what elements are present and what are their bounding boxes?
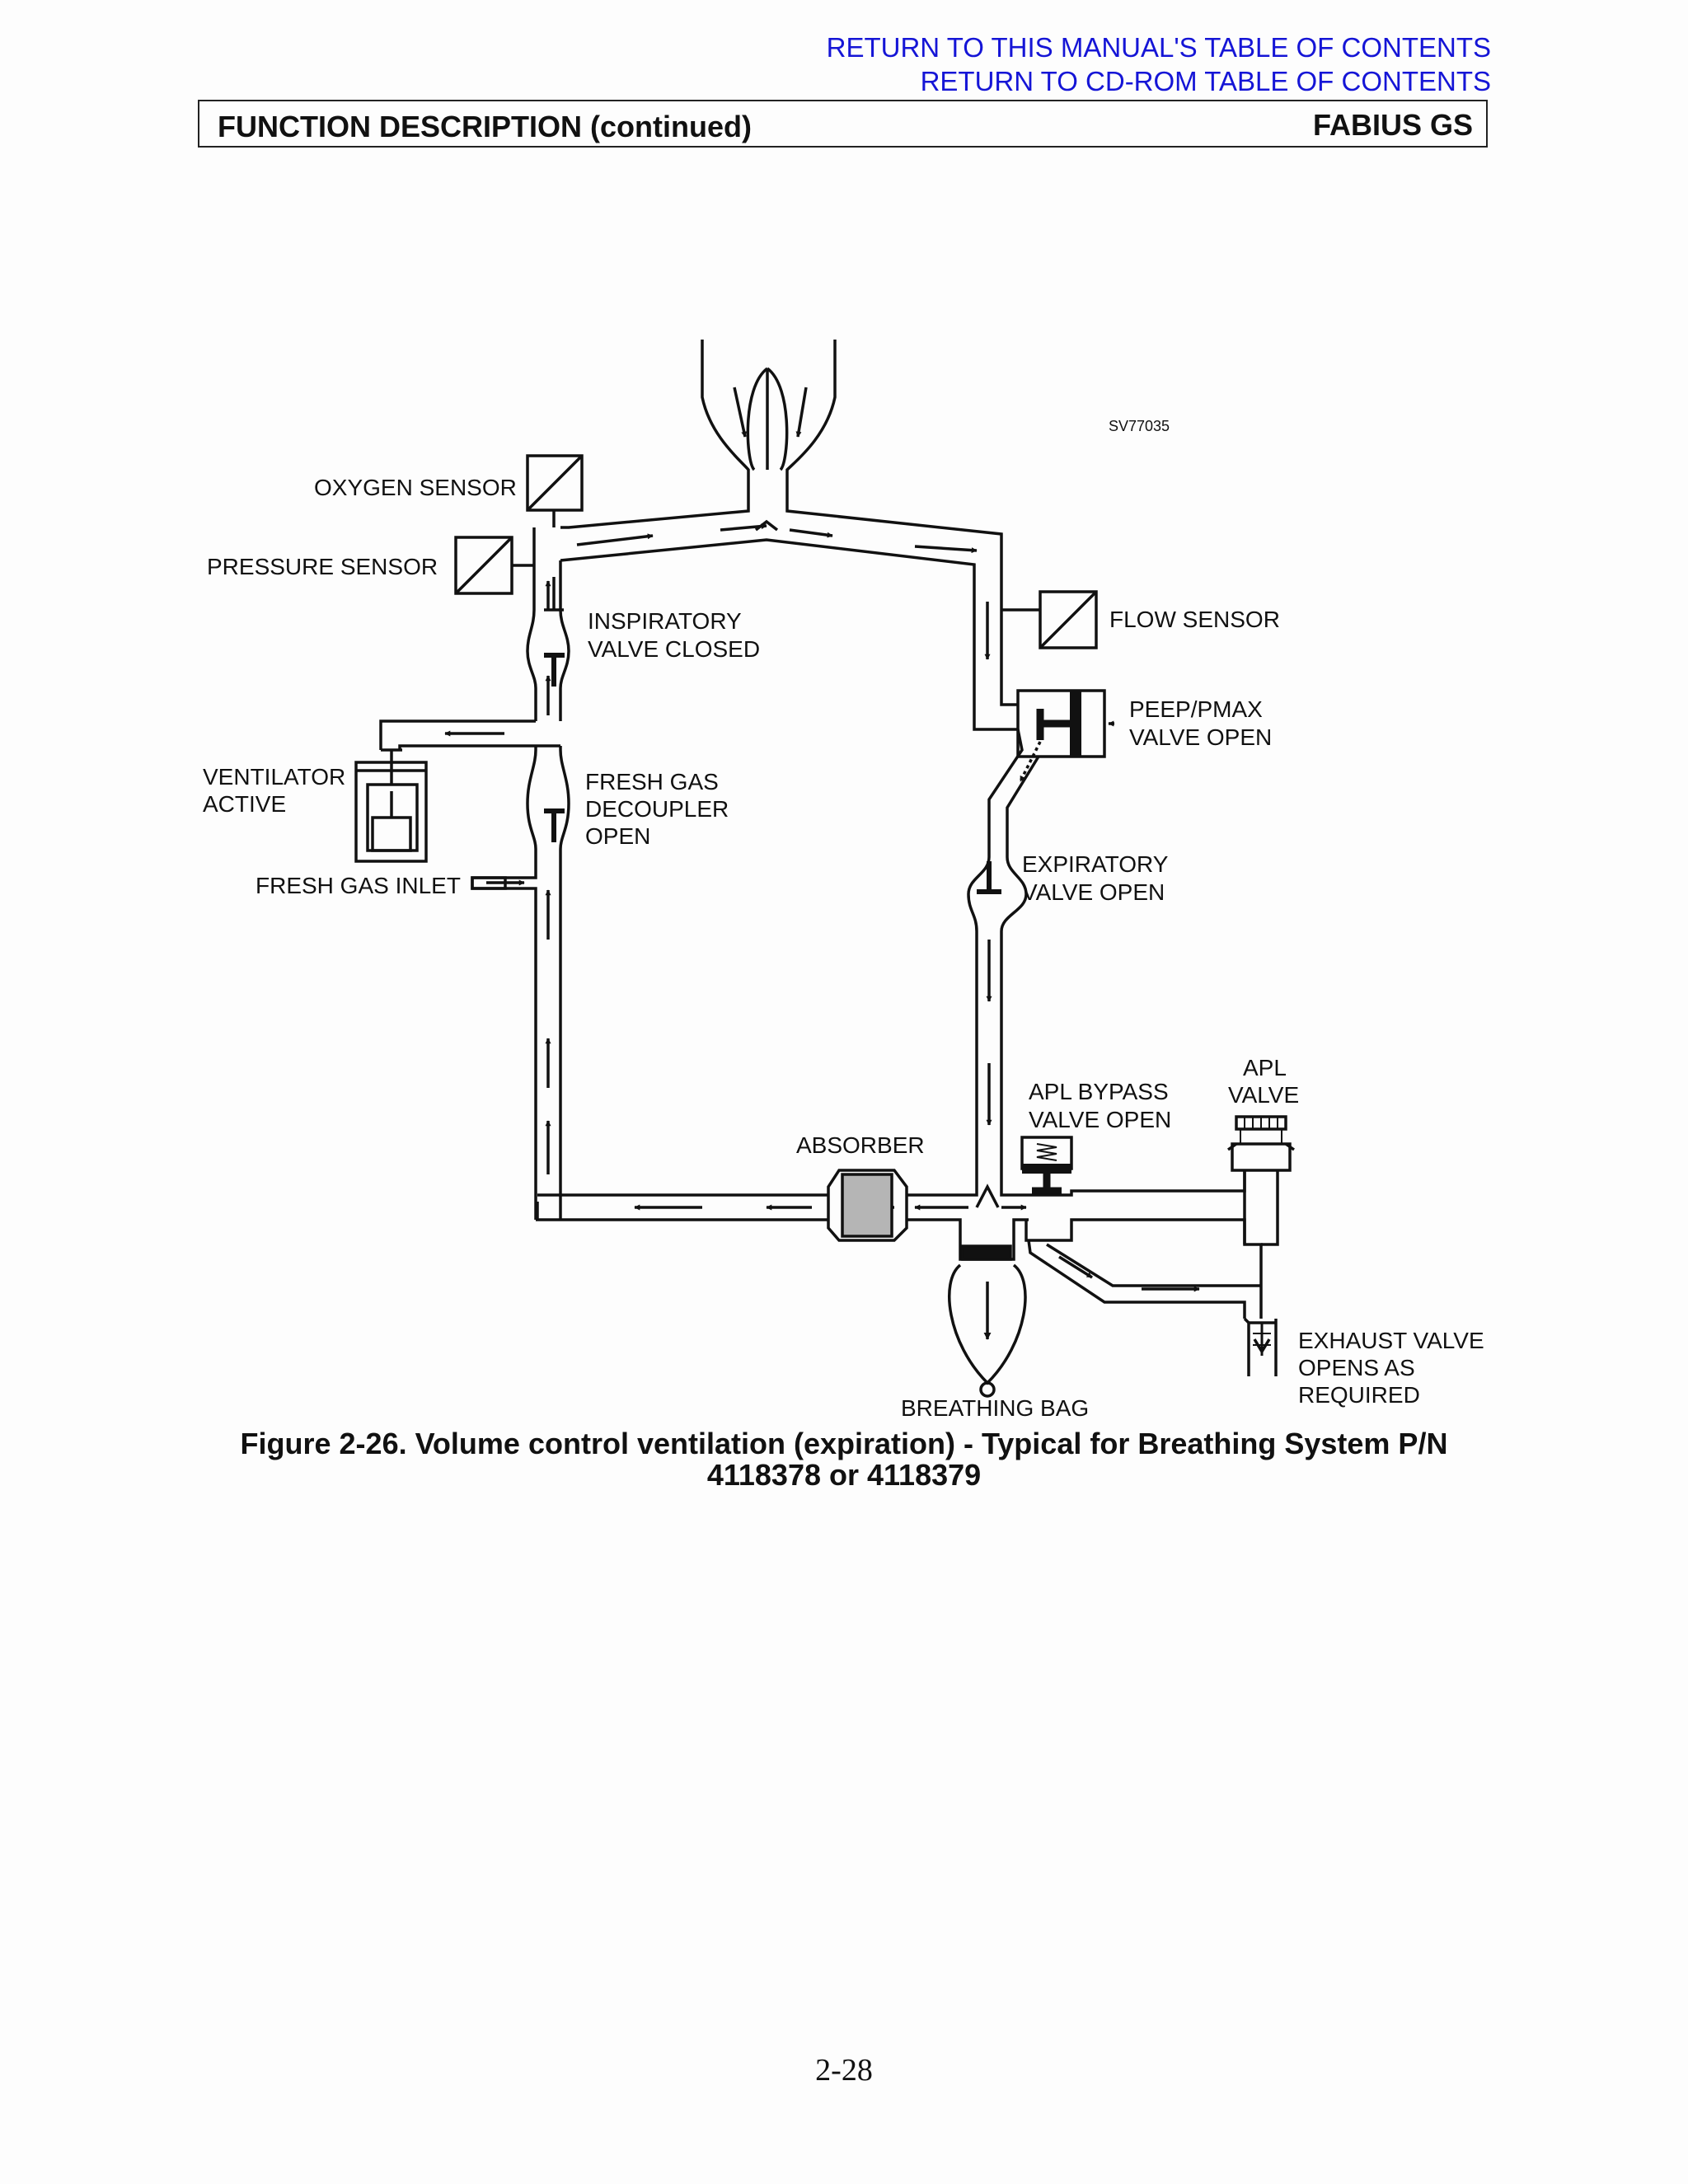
pressure-sensor-icon <box>454 536 534 595</box>
breathing-bag-label: BREATHING BAG <box>901 1395 1089 1421</box>
figure-caption-line-1: Figure 2-26. Volume control ventilation … <box>240 1427 1448 1460</box>
figure-id: SV77035 <box>1109 418 1170 434</box>
oxygen-sensor-icon <box>526 454 584 527</box>
pressure-sensor-label: PRESSURE SENSOR <box>207 554 438 579</box>
exhaust-valve-label-2: OPENS AS <box>1298 1355 1415 1380</box>
ventilator-label-2: ACTIVE <box>203 791 286 817</box>
ventilator-label-1: VENTILATOR <box>203 764 345 790</box>
flow-sensor-label: FLOW SENSOR <box>1109 607 1280 632</box>
peep-pmax-valve-icon <box>1016 689 1114 782</box>
inspiratory-valve-icon <box>544 577 565 687</box>
fresh-gas-inlet-icon <box>471 876 525 890</box>
fresh-gas-decoupler-icon <box>544 808 565 842</box>
flow-sensor-icon <box>1001 590 1098 649</box>
product-name: FABIUS GS <box>1312 108 1473 142</box>
inspiratory-top-tube <box>560 496 1018 731</box>
apl-bypass-valve-icon <box>1020 1136 1263 1319</box>
bottom-tube <box>537 1179 1029 1244</box>
absorber-label: ABSORBER <box>796 1132 925 1158</box>
decoupler-label-2: DECOUPLER <box>585 796 729 822</box>
apl-valve-label-1: APL <box>1243 1055 1287 1080</box>
peep-pmax-label-2: VALVE OPEN <box>1129 724 1272 750</box>
return-to-cdrom-toc-link[interactable]: RETURN TO CD-ROM TABLE OF CONTENTS <box>920 66 1491 96</box>
apl-bypass-label-2: VALVE OPEN <box>1029 1107 1171 1132</box>
inspiratory-valve-label-1: INSPIRATORY <box>588 608 742 634</box>
decoupler-label-3: OPEN <box>585 823 650 849</box>
breathing-bag-icon <box>947 1244 1027 1398</box>
page-number: 2-28 <box>815 2053 873 2088</box>
oxygen-sensor-label: OXYGEN SENSOR <box>314 475 517 500</box>
apl-valve-icon <box>1226 1115 1296 1246</box>
ventilator-icon <box>354 748 428 863</box>
figure-caption-line-2: 4118378 or 4118379 <box>706 1458 982 1492</box>
expiratory-valve-label-1: EXPIRATORY <box>1022 851 1169 877</box>
absorber-icon <box>827 1169 908 1242</box>
expiratory-limb <box>967 729 1040 1179</box>
expiratory-valve-label-2: VALVE OPEN <box>1022 879 1165 905</box>
figure-caption: Figure 2-26. Volume control ventilation … <box>165 1428 1523 1491</box>
decoupler-label-1: FRESH GAS <box>585 769 719 794</box>
fresh-gas-inlet-label: FRESH GAS INLET <box>256 873 461 898</box>
exhaust-valve-label-3: REQUIRED <box>1298 1382 1420 1408</box>
exhaust-valve-label-1: EXHAUST VALVE <box>1298 1328 1484 1353</box>
peep-pmax-label-1: PEEP/PMAX <box>1129 696 1263 722</box>
patient-mask <box>701 340 837 496</box>
section-header: FUNCTION DESCRIPTION (continued) FABIUS … <box>198 100 1488 148</box>
inspiratory-limb <box>379 527 828 1221</box>
section-title: FUNCTION DESCRIPTION (continued) <box>218 110 752 143</box>
exhaust-valve-icon <box>1243 1317 1278 1376</box>
apl-bypass-label-1: APL BYPASS <box>1029 1079 1169 1104</box>
return-to-manual-toc-link[interactable]: RETURN TO THIS MANUAL'S TABLE OF CONTENT… <box>826 32 1491 63</box>
apl-valve-label-2: VALVE <box>1228 1082 1299 1108</box>
inspiratory-valve-label-2: VALVE CLOSED <box>588 636 760 662</box>
